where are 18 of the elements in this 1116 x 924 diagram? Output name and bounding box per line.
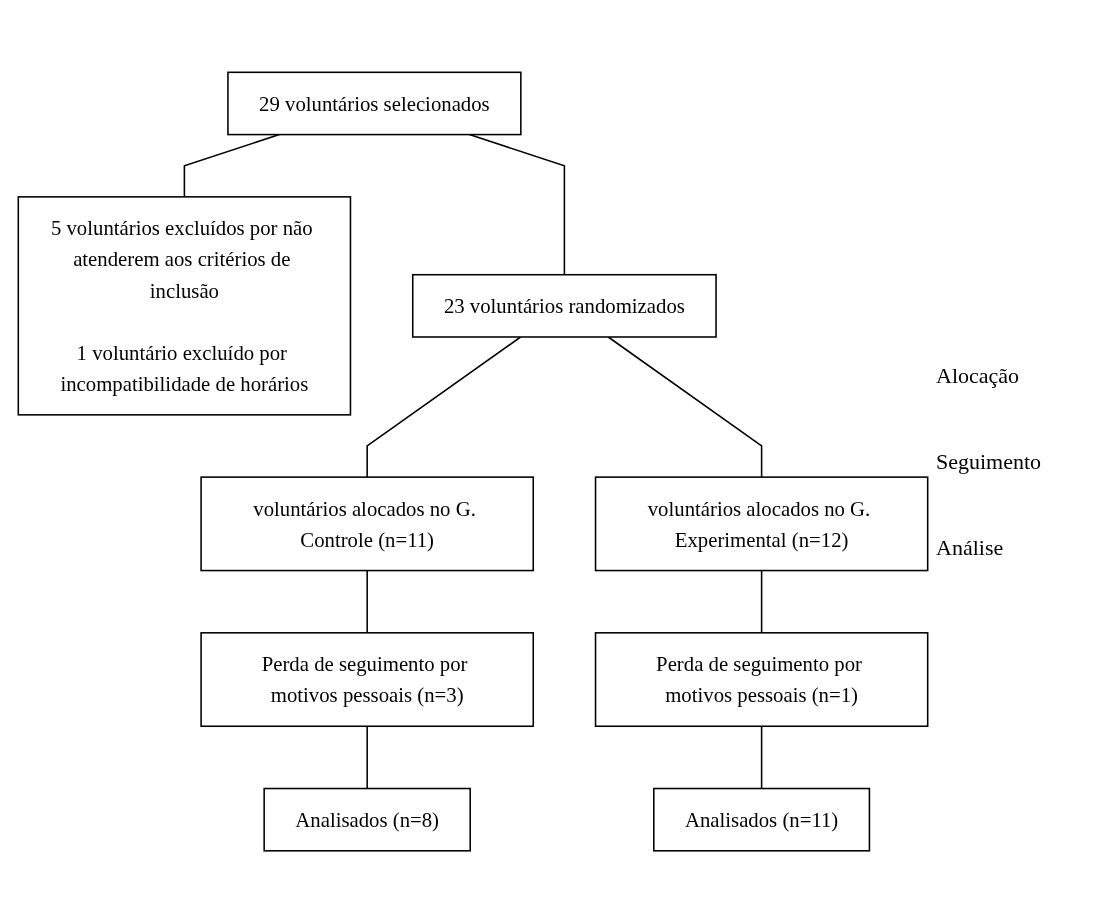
connector [607,336,763,479]
connector [760,570,763,635]
node-box: 29 voluntários selecionados [227,71,522,136]
node-box: voluntários alocados no G. Experimental (n=12) [594,476,929,572]
connector [366,570,368,635]
stage-label: Seguimento [936,449,1043,475]
connector [366,336,522,479]
node-box: Analisados (n=11) [653,788,871,852]
stage-label: Alocação [936,363,1021,389]
node-box: Perda de seguimento por motivos pessoais (n=3) [200,632,535,728]
node-box: Perda de seguimento por motivos pessoais (n=1) [594,632,929,728]
connector [760,725,763,790]
stage-label: Análise [936,535,1005,561]
node-box: 5 voluntários excluídos por não atenderem aos critérios de inclusão 1 voluntário excluído por incompatibilidade de horários [17,196,352,417]
node-box: 23 voluntários randomizados [411,274,717,339]
node-box: Analisados (n=8) [263,788,471,852]
connector [366,725,368,790]
node-box: voluntários alocados no G. Controle (n=11) [200,476,535,572]
